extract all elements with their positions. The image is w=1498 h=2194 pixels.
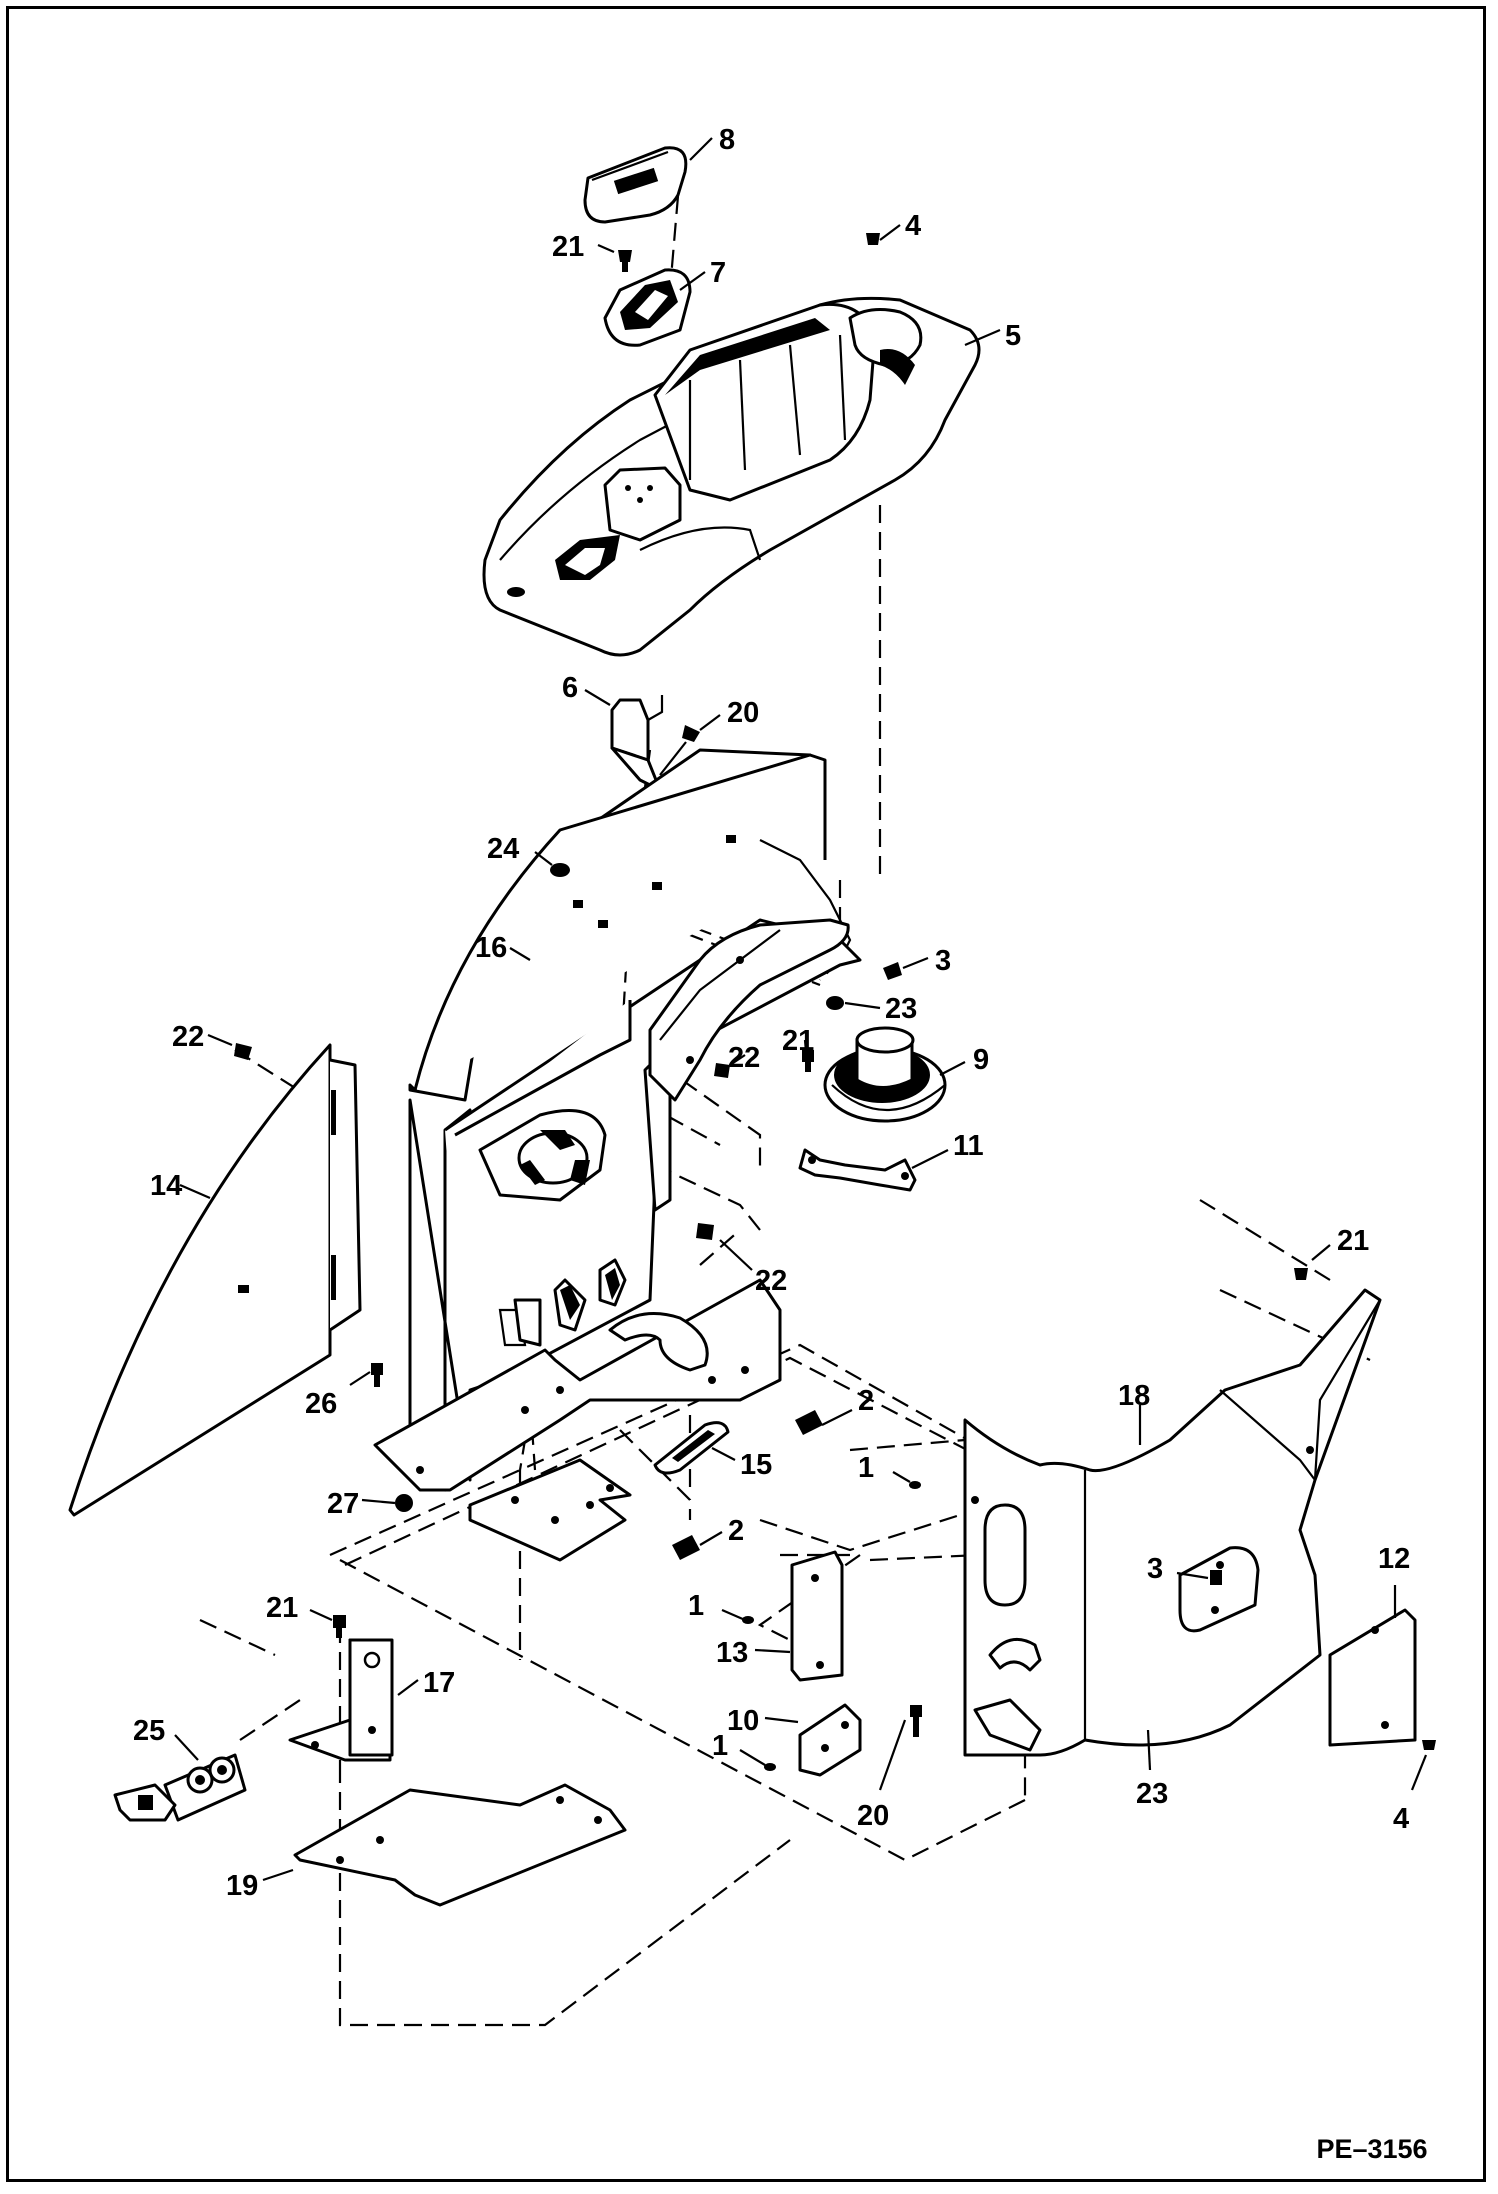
callout-3: 3 — [935, 945, 951, 977]
screw-1-b — [742, 1616, 754, 1624]
fasteners — [234, 233, 1436, 1771]
callout-3: 3 — [1147, 1553, 1163, 1585]
bolt-22-lower — [696, 1223, 714, 1240]
callout-25: 25 — [133, 1715, 165, 1747]
callout-23: 23 — [1136, 1778, 1168, 1810]
part-5-console-housing — [482, 296, 981, 657]
callout-9: 9 — [973, 1044, 989, 1076]
part-9-rubber-boot — [823, 1026, 947, 1123]
part-25-switch-assembly — [113, 1753, 247, 1822]
part-16-upper-panel — [408, 748, 852, 1102]
callout-11: 11 — [953, 1130, 984, 1162]
part-14-side-panel — [68, 1043, 362, 1517]
callout-16: 16 — [475, 932, 507, 964]
bolt-21-mid — [802, 1050, 814, 1072]
part-13-panel-plate — [790, 1550, 844, 1682]
part-19-floor-plate — [293, 1783, 627, 1907]
callout-24: 24 — [487, 833, 519, 865]
callout-14: 14 — [150, 1170, 182, 1202]
bolt-27 — [395, 1494, 413, 1512]
callout-26: 26 — [305, 1388, 337, 1420]
callout-13: 13 — [716, 1637, 748, 1669]
callout-2: 2 — [728, 1515, 744, 1547]
callout-7: 7 — [710, 257, 726, 289]
callout-17: 17 — [423, 1667, 455, 1699]
callout-labels: 8 21 7 4 5 6 20 24 16 3 23 22 21 22 9 11… — [133, 124, 1410, 1902]
nut-3-top — [883, 962, 902, 980]
callout-1: 1 — [712, 1730, 728, 1762]
callout-22: 22 — [728, 1042, 760, 1074]
bolt-21-right — [1294, 1268, 1308, 1280]
part-10-small-plate — [798, 1703, 862, 1777]
screw-4-bottom — [1422, 1740, 1436, 1750]
callout-23: 23 — [885, 993, 917, 1025]
support-arm-bracket — [648, 918, 850, 1102]
part-12-cover-plate — [1328, 1608, 1417, 1747]
bolt-21-lower — [333, 1615, 346, 1638]
drawing-border — [6, 6, 1486, 2182]
callout-8: 8 — [719, 124, 735, 156]
callout-27: 27 — [327, 1488, 359, 1520]
part-18-side-shield — [963, 1288, 1382, 1757]
callout-1: 1 — [688, 1590, 704, 1622]
bolt-26 — [371, 1363, 383, 1387]
callout-19: 19 — [226, 1870, 258, 1902]
screw-1-c — [764, 1763, 776, 1771]
callout-22: 22 — [755, 1265, 787, 1297]
callout-4: 4 — [1393, 1803, 1409, 1835]
leader-lines — [174, 137, 1428, 1882]
bolt-20-lower — [910, 1705, 922, 1737]
part-8-cover-pad — [583, 146, 688, 224]
clip-2-upper — [795, 1410, 823, 1435]
bolt-21-top — [618, 250, 632, 272]
callout-4: 4 — [905, 210, 921, 242]
nut-23-top — [826, 996, 844, 1010]
callout-2: 2 — [858, 1385, 874, 1417]
callout-20: 20 — [727, 697, 759, 729]
callout-21: 21 — [782, 1025, 814, 1057]
part-15-slot-plate — [653, 1421, 730, 1475]
screw-1-a — [909, 1481, 921, 1489]
callout-20: 20 — [857, 1800, 889, 1832]
clip-2-lower — [672, 1535, 700, 1560]
callout-12: 12 — [1378, 1543, 1410, 1575]
bolt-22-left — [234, 1043, 252, 1060]
bolt-22-mid — [714, 1063, 730, 1078]
callout-10: 10 — [727, 1705, 759, 1737]
callout-21: 21 — [1337, 1225, 1369, 1257]
bolt-20-top — [659, 725, 700, 776]
part-11-strap — [798, 1148, 917, 1192]
nut-24 — [550, 863, 570, 877]
screw-4-top — [866, 233, 880, 245]
drawing-code: PE–3156 — [1316, 2134, 1427, 2164]
part-6-bracket — [610, 695, 664, 792]
lower-mounting-plate — [468, 1458, 632, 1562]
nut-3-right — [1210, 1570, 1222, 1585]
part-7-handle-mount — [603, 268, 692, 347]
callout-1: 1 — [858, 1452, 874, 1484]
callout-21: 21 — [266, 1592, 298, 1624]
part-17-l-bracket — [288, 1638, 394, 1762]
steer-column-frame — [408, 918, 862, 1492]
callout-5: 5 — [1005, 320, 1021, 352]
callout-15: 15 — [740, 1449, 772, 1481]
callout-21: 21 — [552, 231, 584, 263]
base-plate — [373, 1278, 782, 1492]
callout-22: 22 — [172, 1021, 204, 1053]
callout-6: 6 — [562, 672, 578, 704]
callout-18: 18 — [1118, 1380, 1150, 1412]
